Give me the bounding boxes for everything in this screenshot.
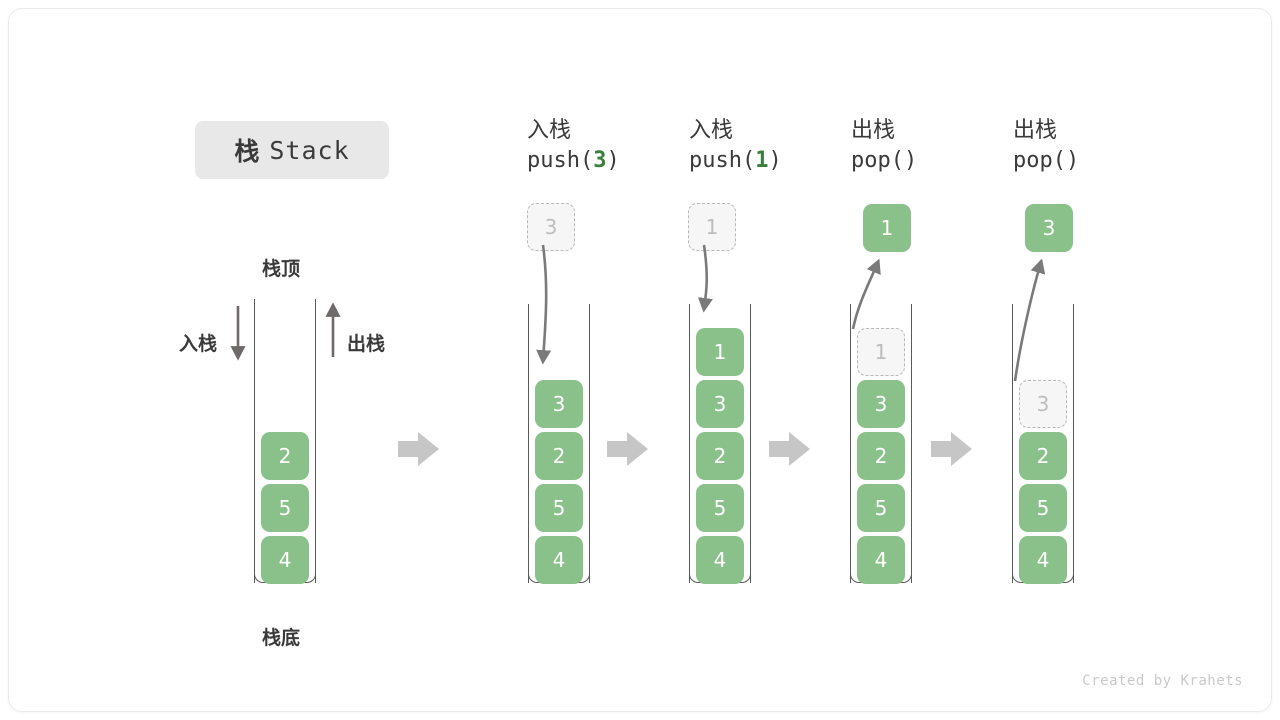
code-prefix: push( bbox=[689, 148, 756, 173]
floating-element-ghost: 1 bbox=[688, 203, 736, 251]
diagram-title-chip: 栈 Stack bbox=[195, 121, 389, 179]
stack-wall-right bbox=[589, 304, 590, 583]
code-suffix: ) bbox=[606, 148, 620, 173]
stack-element: 2 bbox=[1019, 432, 1067, 480]
stack-top-label: 栈顶 bbox=[262, 259, 301, 280]
code-prefix: push( bbox=[527, 148, 594, 173]
step-arrow bbox=[398, 432, 439, 466]
floating-element-ghost: 3 bbox=[527, 203, 575, 251]
stack-wall-left bbox=[254, 299, 255, 583]
push-arrow-3 bbox=[536, 244, 552, 365]
column-header-cn: 出栈 bbox=[1013, 117, 1058, 142]
stack-element: 1 bbox=[696, 328, 744, 376]
column-header-code: pop() bbox=[851, 145, 1041, 177]
code-argument: 1 bbox=[755, 148, 769, 173]
column-header-push-3: 入栈 push(3) bbox=[527, 115, 717, 177]
pop-arrow-1 bbox=[851, 258, 881, 330]
floating-element-popped: 3 bbox=[1025, 204, 1073, 252]
code-prefix: pop( bbox=[851, 148, 904, 173]
stack-wall-left bbox=[689, 304, 690, 583]
stack-element: 3 bbox=[535, 380, 583, 428]
stack-element: 2 bbox=[535, 432, 583, 480]
column-header-cn: 入栈 bbox=[527, 117, 572, 142]
column-header-cn: 出栈 bbox=[851, 117, 896, 142]
stack-element: 2 bbox=[261, 432, 309, 480]
stack-wall-left bbox=[528, 304, 529, 583]
stack-element-ghost: 1 bbox=[857, 328, 905, 376]
code-suffix: ) bbox=[903, 148, 918, 173]
stack-element: 2 bbox=[696, 432, 744, 480]
column-header-code: push(1) bbox=[689, 145, 879, 177]
stack-element: 5 bbox=[1019, 484, 1067, 532]
stack-element-ghost: 3 bbox=[1019, 380, 1067, 428]
stack-element: 4 bbox=[696, 536, 744, 584]
stack-element: 4 bbox=[1019, 536, 1067, 584]
stack-wall-left bbox=[850, 304, 851, 583]
stack-wall-right bbox=[1073, 304, 1074, 583]
title-en: Stack bbox=[269, 135, 350, 165]
stack-element: 5 bbox=[535, 484, 583, 532]
stack-element: 3 bbox=[696, 380, 744, 428]
stack-element: 5 bbox=[696, 484, 744, 532]
pop-direction-label: 出栈 bbox=[347, 334, 386, 355]
stack-wall-right bbox=[911, 304, 912, 583]
stack-element: 4 bbox=[857, 536, 905, 584]
code-argument: 3 bbox=[593, 148, 607, 173]
step-arrow bbox=[931, 432, 972, 466]
code-prefix: pop( bbox=[1013, 148, 1066, 173]
stack-wall-left bbox=[1012, 304, 1013, 583]
stack-element: 3 bbox=[857, 380, 905, 428]
stack-wall-right bbox=[315, 299, 316, 583]
step-arrow bbox=[607, 432, 648, 466]
stack-wall-right bbox=[750, 304, 751, 583]
stack-bottom-label: 栈底 bbox=[262, 628, 301, 649]
code-suffix: ) bbox=[768, 148, 782, 173]
diagram-card: 栈 Stack 栈顶 栈底 入栈 出栈 2 5 4 入栈 push(3) 3 3… bbox=[8, 8, 1272, 712]
column-header-code: push(3) bbox=[527, 145, 717, 177]
credit-text: Created by Krahets bbox=[1082, 673, 1243, 689]
stack-element: 4 bbox=[261, 536, 309, 584]
pop-arrow-3 bbox=[1013, 258, 1046, 382]
push-direction-label: 入栈 bbox=[179, 334, 218, 355]
stack-element: 5 bbox=[261, 484, 309, 532]
column-header-pop-3: 出栈 pop() bbox=[1013, 115, 1203, 177]
stack-element: 2 bbox=[857, 432, 905, 480]
title-cn: 栈 bbox=[234, 138, 260, 166]
code-suffix: ) bbox=[1065, 148, 1080, 173]
push-arrow-1 bbox=[697, 244, 713, 313]
column-header-cn: 入栈 bbox=[689, 117, 734, 142]
column-header-pop-1: 出栈 pop() bbox=[851, 115, 1041, 177]
stack-element: 4 bbox=[535, 536, 583, 584]
stack-element: 5 bbox=[857, 484, 905, 532]
column-header-push-1: 入栈 push(1) bbox=[689, 115, 879, 177]
floating-element-popped: 1 bbox=[863, 204, 911, 252]
column-header-code: pop() bbox=[1013, 145, 1203, 177]
step-arrow bbox=[769, 432, 810, 466]
